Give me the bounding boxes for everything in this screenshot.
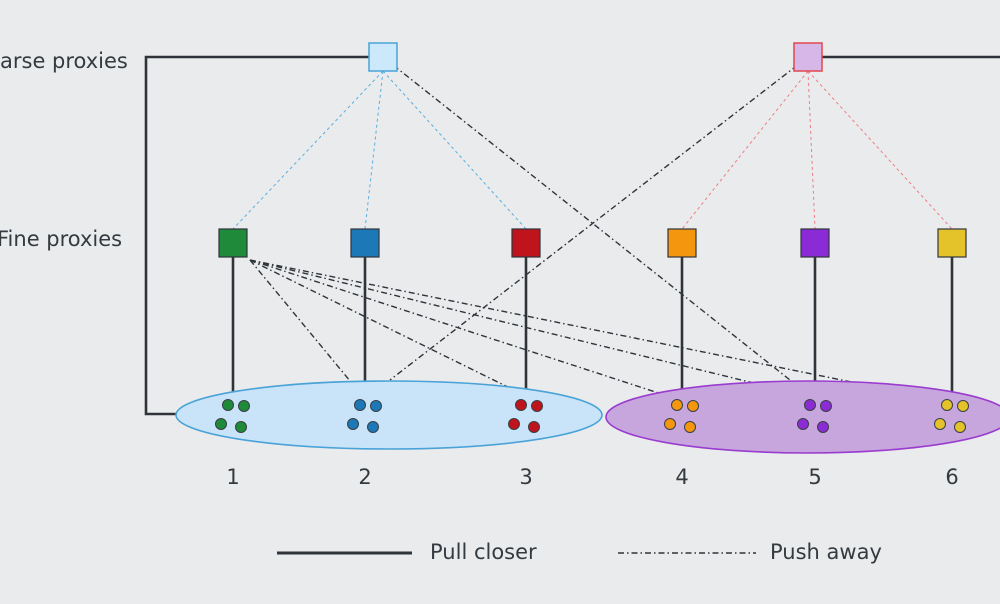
sample-point-3-1 xyxy=(515,399,527,411)
sample-point-1-2 xyxy=(238,400,250,412)
sample-point-4-1 xyxy=(671,399,683,411)
sample-point-1-3 xyxy=(215,418,227,430)
sample-point-2-1 xyxy=(354,399,366,411)
sample-point-2-2 xyxy=(370,400,382,412)
push-away-edge xyxy=(249,259,816,399)
class-label-4: 4 xyxy=(675,465,688,489)
push-away-edge xyxy=(249,259,361,394)
hierarchy-edge-5 xyxy=(807,70,816,230)
hierarchy-edge-1 xyxy=(232,70,384,230)
sample-point-3-4 xyxy=(528,421,540,433)
push-away-edge xyxy=(249,259,521,394)
cluster-ellipse-right xyxy=(605,380,1000,454)
coarse-proxies-label: arse proxies xyxy=(0,49,128,73)
class-label-3: 3 xyxy=(519,465,532,489)
push-away-edge xyxy=(389,56,809,381)
sample-point-3-3 xyxy=(508,418,520,430)
fine-proxy-2 xyxy=(350,228,380,258)
class-label-6: 6 xyxy=(945,465,958,489)
fine-proxy-6 xyxy=(937,228,967,258)
sample-point-6-3 xyxy=(934,418,946,430)
sample-point-1-1 xyxy=(222,399,234,411)
hierarchy-edge-4 xyxy=(681,70,809,230)
fine-proxies-label: Fine proxies xyxy=(0,227,122,251)
sample-point-2-4 xyxy=(367,421,379,433)
fine-proxy-4 xyxy=(667,228,697,258)
fine-proxy-3 xyxy=(511,228,541,258)
push-away-edge xyxy=(382,56,791,381)
legend-pull-label: Pull closer xyxy=(430,540,537,564)
edge-layer xyxy=(144,55,1000,416)
class-label-2: 2 xyxy=(358,465,371,489)
sample-point-1-4 xyxy=(235,421,247,433)
node-layer: 1 2 3 4 5 6 xyxy=(215,42,969,489)
hierarchy-edge-3 xyxy=(382,70,527,230)
coarse-proxy-c2 xyxy=(793,42,823,72)
sample-point-3-2 xyxy=(531,400,543,412)
push-away-edge xyxy=(249,259,681,401)
hierarchy-edge-2 xyxy=(364,70,384,230)
sample-point-5-2 xyxy=(820,400,832,412)
fine-proxy-5 xyxy=(800,228,830,258)
class-label-1: 1 xyxy=(226,465,239,489)
hierarchy-edge-6 xyxy=(807,70,953,230)
sample-point-5-4 xyxy=(817,421,829,433)
legend-push-label: Push away xyxy=(770,540,882,564)
sample-point-4-3 xyxy=(664,418,676,430)
cluster-ellipse-left xyxy=(175,380,603,450)
class-label-5: 5 xyxy=(808,465,821,489)
push-away-edge xyxy=(249,259,951,403)
sample-point-4-4 xyxy=(684,421,696,433)
sample-point-6-2 xyxy=(957,400,969,412)
sample-point-6-4 xyxy=(954,421,966,433)
sample-point-6-1 xyxy=(941,399,953,411)
legend: Pull closer Push away xyxy=(277,540,882,564)
sample-point-4-2 xyxy=(687,400,699,412)
sample-point-2-3 xyxy=(347,418,359,430)
sample-point-5-3 xyxy=(797,418,809,430)
sample-point-5-1 xyxy=(804,399,816,411)
coarse-proxy-c1 xyxy=(368,42,398,72)
fine-proxy-1 xyxy=(218,228,248,258)
cluster-layer xyxy=(175,380,1000,454)
pull-closer-edge-left xyxy=(144,55,369,416)
